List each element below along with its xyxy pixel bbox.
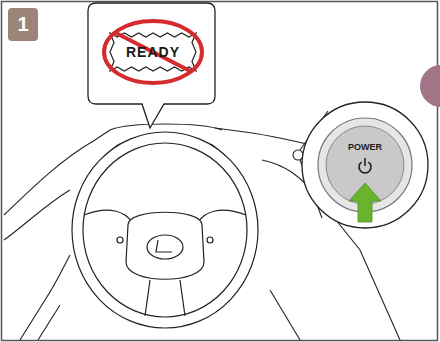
power-button-callout bbox=[293, 102, 428, 228]
power-button: POWER bbox=[325, 125, 405, 205]
next-step-marker bbox=[420, 65, 440, 107]
ready-indicator: READY bbox=[110, 33, 196, 71]
prohibition-slash bbox=[115, 32, 191, 71]
button-shape bbox=[325, 125, 405, 205]
steering-wheel bbox=[72, 132, 258, 328]
step-number-box: 1 bbox=[8, 8, 38, 41]
jagged-badge bbox=[110, 33, 196, 71]
prohibition-ring bbox=[104, 21, 202, 83]
step-number: 1 bbox=[17, 13, 28, 36]
power-symbol-bar bbox=[364, 158, 366, 166]
indicator-text: READY bbox=[126, 44, 180, 60]
button-label: POWER bbox=[325, 142, 405, 152]
callout-bubble bbox=[88, 3, 215, 128]
button-face bbox=[326, 126, 404, 204]
